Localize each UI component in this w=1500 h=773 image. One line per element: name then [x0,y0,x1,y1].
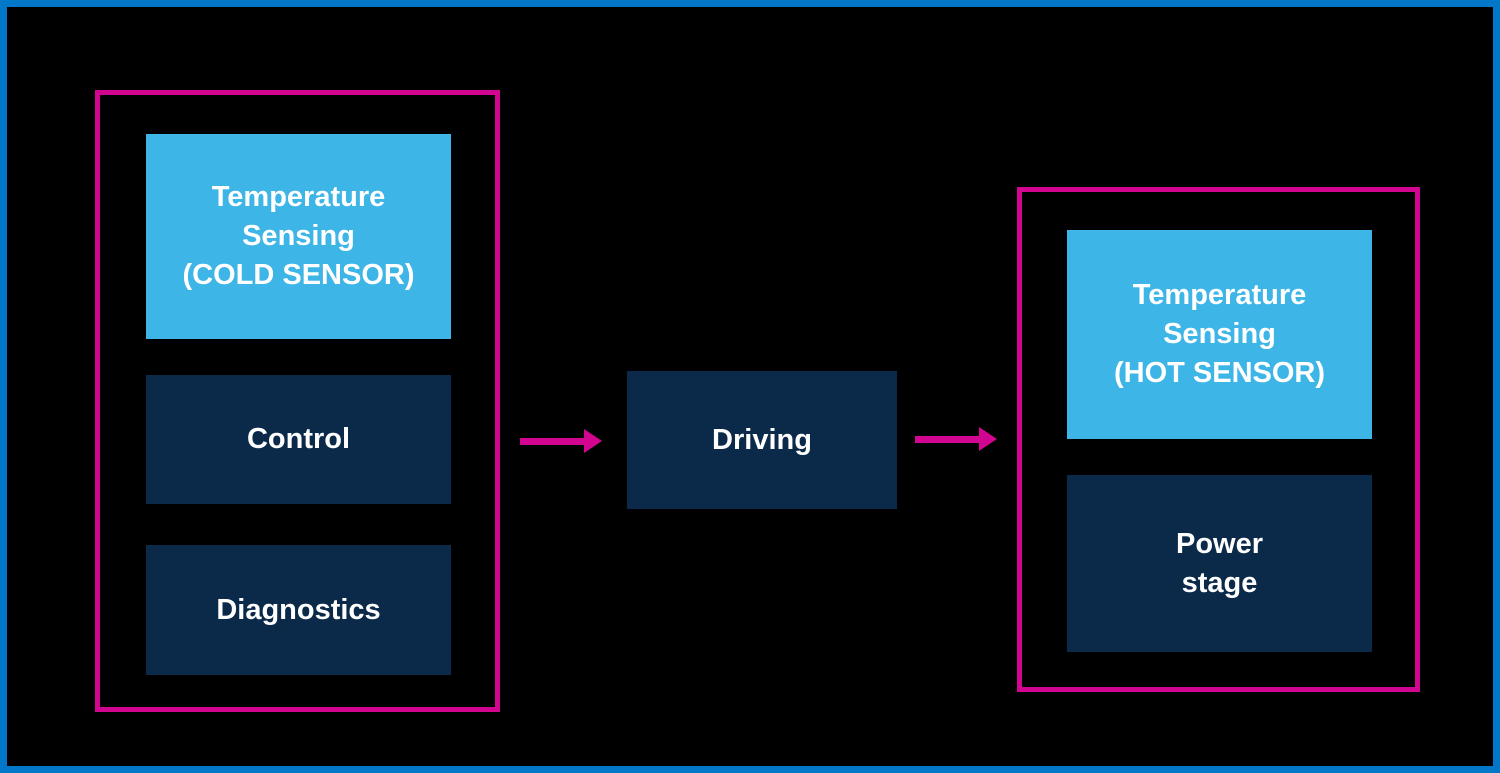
driving-block: Driving [627,371,897,509]
arrow-right-head-icon [584,429,602,453]
control-label: Control [246,423,351,455]
power-stage-block: Power stage [1067,475,1372,652]
temperature-sensing-cold-label: Temperature Sensing (COLD SENSOR) [182,181,415,291]
temperature-sensing-hot-block: Temperature Sensing (HOT SENSOR) [1067,230,1372,439]
arrow-cold-to-driving [520,428,602,454]
arrow-shaft [915,435,979,443]
diagnostics-label: Diagnostics [216,593,381,626]
arrow-right-head-icon [979,427,997,451]
cold-sensor-group-outline [95,90,500,712]
temperature-sensing-hot-label: Temperature Sensing (HOT SENSOR) [1113,279,1326,389]
arrow-shaft [520,437,584,445]
hot-sensor-group-outline [1017,187,1420,692]
power-stage-label: Power stage [1175,527,1264,599]
driving-label: Driving [712,423,812,456]
arrow-driving-to-hot [915,426,997,452]
diagnostics-block: Diagnostics [146,545,451,675]
control-block: Control [146,375,451,504]
temperature-sensing-cold-block: Temperature Sensing (COLD SENSOR) [146,134,451,339]
